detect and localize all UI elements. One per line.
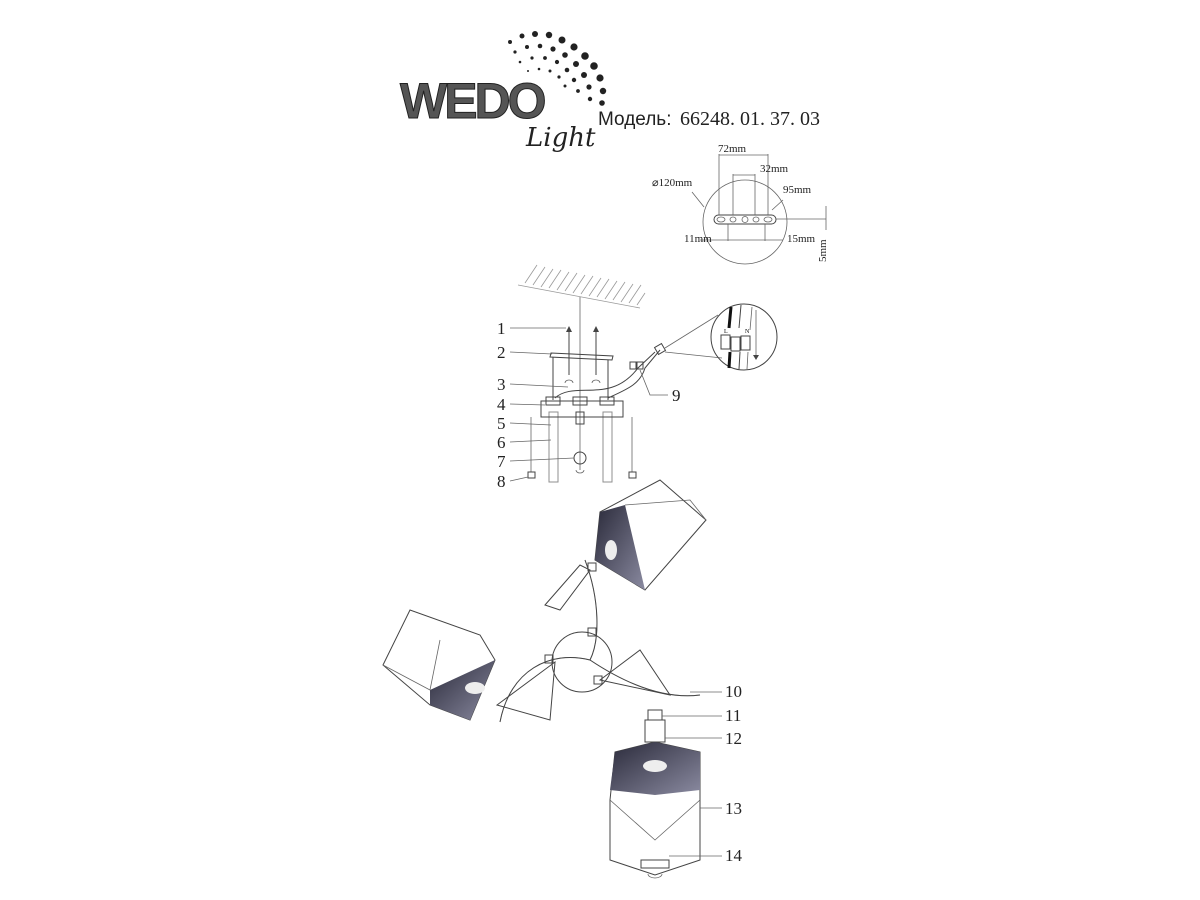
part-label-14: 14 [725, 846, 743, 865]
part-label-11: 11 [725, 706, 741, 725]
finial [640, 859, 670, 869]
part-label-9: 9 [672, 386, 681, 405]
logo-wordmark: WEDO [400, 73, 545, 129]
dim-15mm: 15mm [787, 233, 816, 245]
part-leaders [509, 327, 722, 857]
part-label-7: 7 [497, 452, 506, 471]
dim-95mm: 95mm [783, 184, 812, 196]
ceiling-hatch [517, 264, 646, 309]
wiring-detail-inset: L N [710, 303, 778, 371]
part-label-2: 2 [497, 343, 506, 362]
shade-bottom [609, 741, 701, 876]
part-label-12: 12 [725, 729, 742, 748]
dim-72mm: 72mm [718, 143, 747, 155]
logo-script: Light [525, 123, 596, 153]
shade-left [382, 609, 496, 721]
mounting-hardware [527, 314, 723, 483]
dim-diameter-120mm: ⌀120mm [652, 177, 693, 189]
wedo-light-logo: WEDO Light [400, 31, 607, 153]
model-number: 66248. 01. 37. 03 [680, 108, 820, 130]
part-label-4: 4 [497, 395, 506, 414]
part-label-13: 13 [725, 799, 742, 818]
mounting-plate-dimension-drawing: 72mm 32mm ⌀120mm 95mm 11mm 15mm 5mm [652, 143, 829, 265]
part-label-1: 1 [497, 319, 506, 338]
terminal-n-label: N [745, 329, 750, 335]
lamp-socket [644, 719, 666, 743]
part-label-5: 5 [497, 414, 506, 433]
shade-upper-right [594, 479, 707, 591]
part-numbers: 1 2 3 4 5 6 7 8 9 10 11 12 13 14 [497, 319, 743, 865]
part-label-3: 3 [497, 375, 506, 394]
dim-11mm: 11mm [684, 233, 712, 245]
model-label: Модель: [598, 109, 671, 130]
part-label-6: 6 [497, 433, 506, 452]
socket-ring [647, 709, 663, 721]
dim-5mm: 5mm [817, 239, 829, 262]
lamp-body [382, 479, 707, 879]
terminal-l-label: L [724, 329, 728, 335]
dim-32mm: 32mm [760, 163, 789, 175]
part-label-10: 10 [725, 682, 742, 701]
logo-dot-swirl [508, 31, 607, 106]
part-label-8: 8 [497, 472, 506, 491]
